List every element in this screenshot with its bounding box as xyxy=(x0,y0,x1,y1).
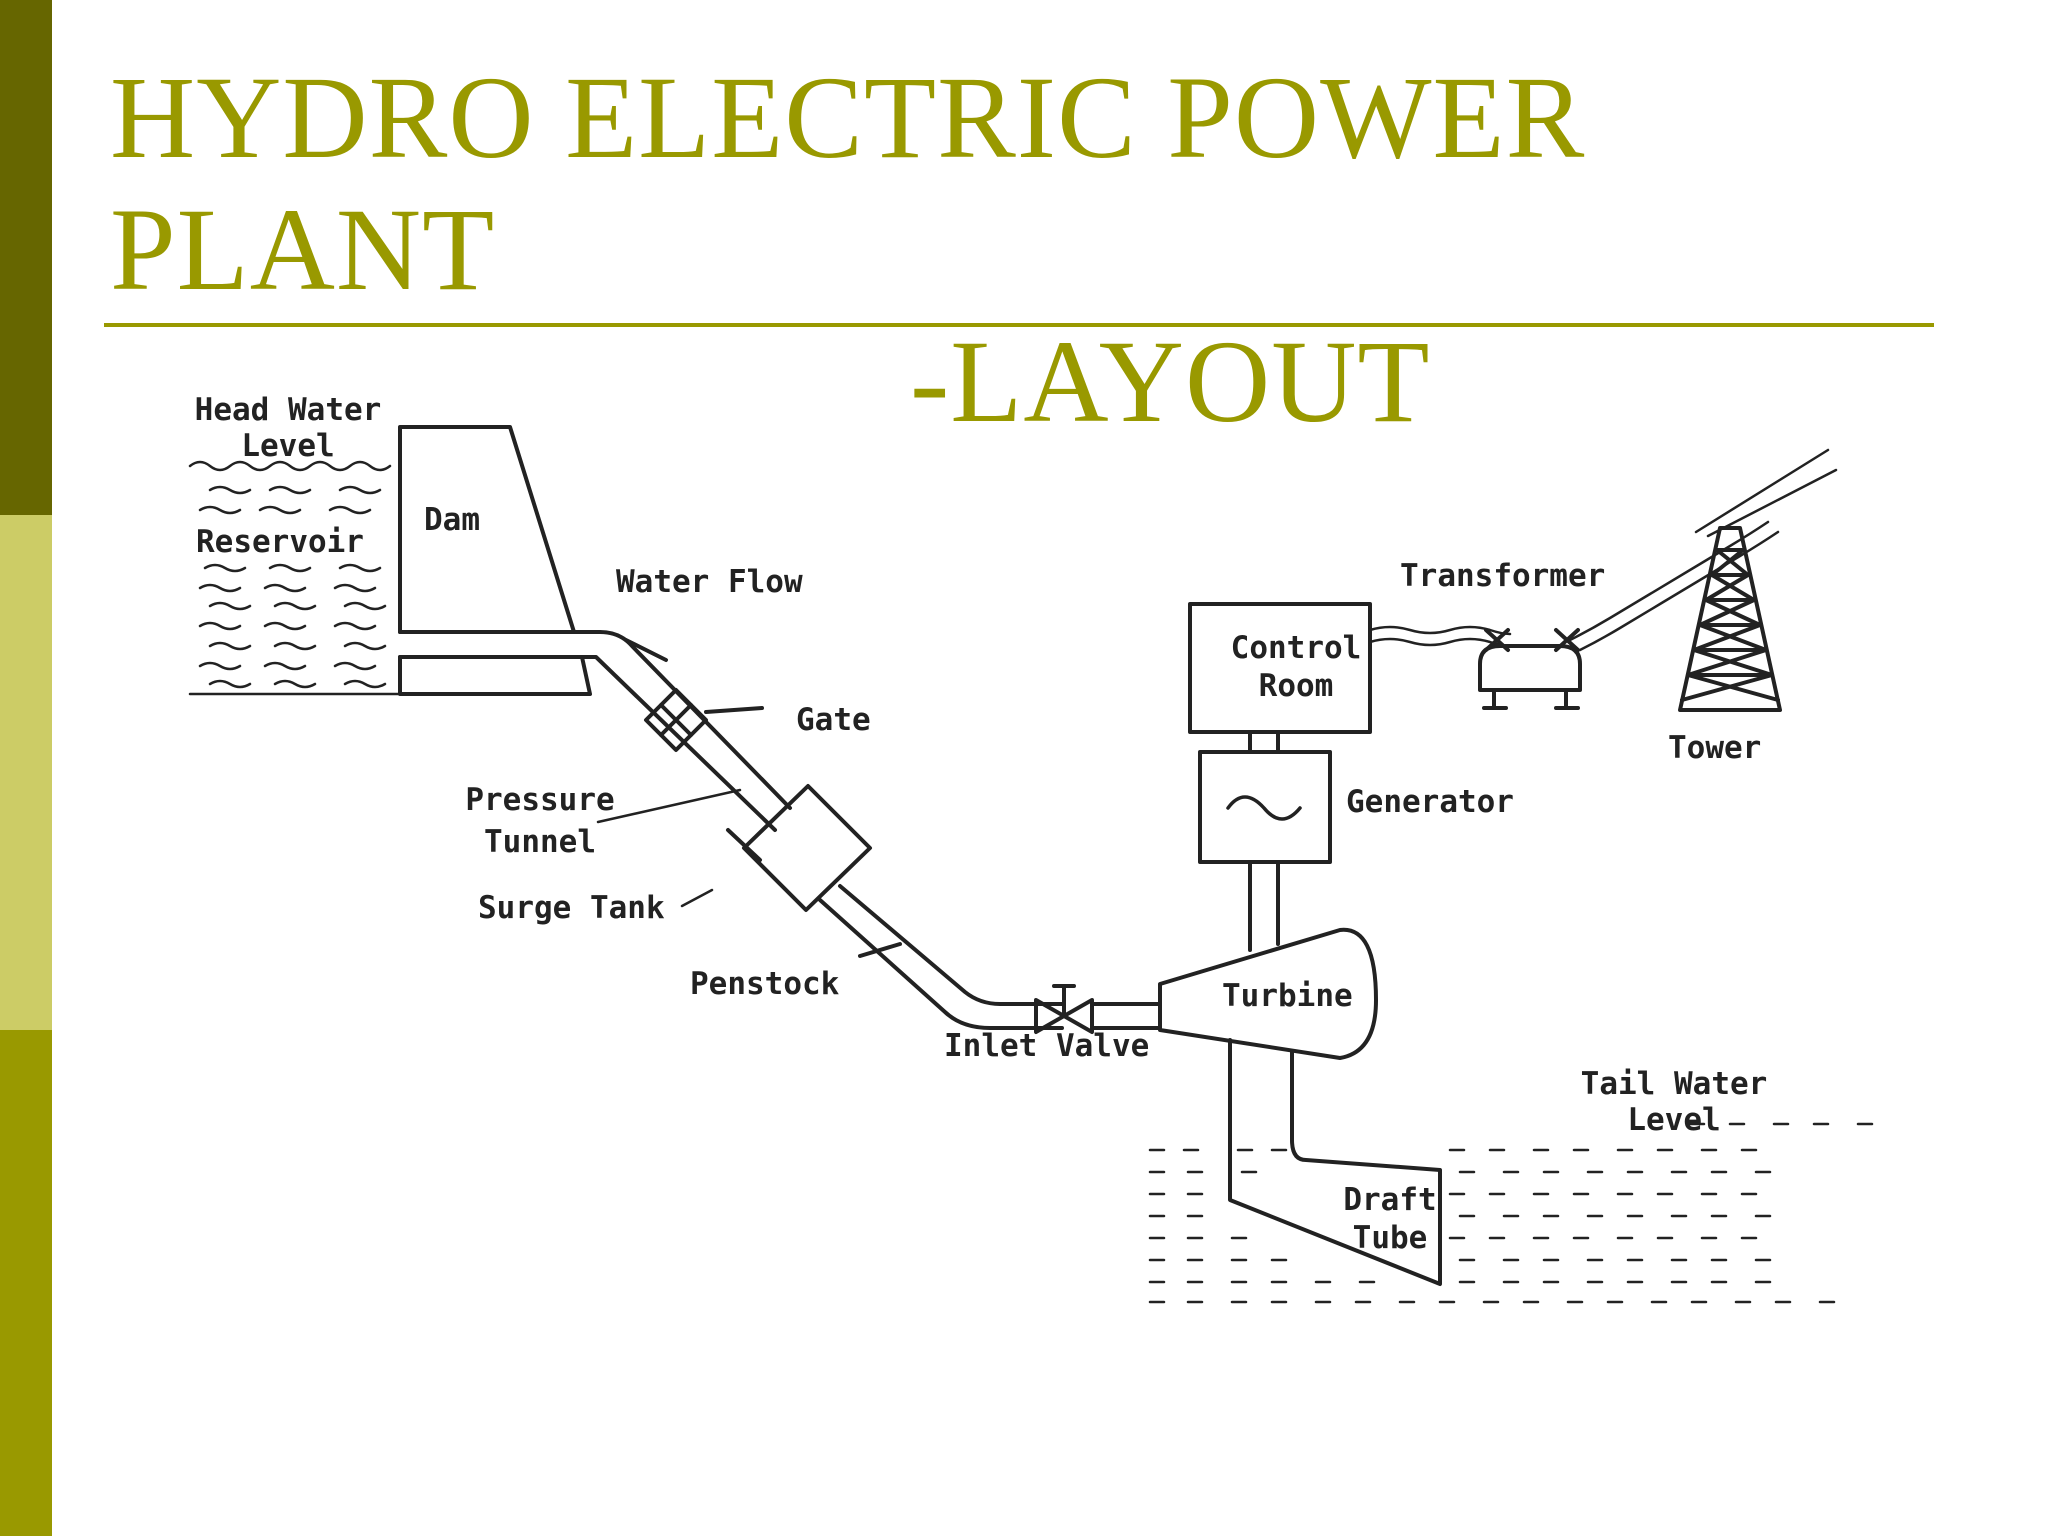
inlet-valve xyxy=(1034,984,1162,1034)
label-inlet-valve: Inlet Valve xyxy=(944,1028,1149,1064)
diagram-labels: Head Water Level Dam Reservoir Water Flo… xyxy=(195,392,1768,1256)
label-head-water-level-2: Level xyxy=(241,428,334,464)
label-tower: Tower xyxy=(1668,730,1761,766)
label-draft-tube-1: Draft xyxy=(1343,1182,1436,1218)
label-tail-water-level-1: Tail Water xyxy=(1581,1066,1768,1102)
surge-tank xyxy=(726,784,872,912)
tower xyxy=(1678,526,1782,712)
label-control-room-2: Room xyxy=(1259,668,1334,704)
label-water-flow: Water Flow xyxy=(616,564,803,600)
title-line-2: -LAYOUT xyxy=(910,316,1431,447)
reservoir-water xyxy=(188,460,402,696)
label-turbine: Turbine xyxy=(1222,978,1353,1014)
label-dam: Dam xyxy=(424,502,480,538)
transformer xyxy=(1478,628,1582,710)
sidebar-bar xyxy=(0,0,52,1536)
draft-tube xyxy=(1228,1038,1442,1286)
sidebar-segment-mid xyxy=(0,1030,52,1536)
sidebar-segment-light xyxy=(0,515,52,1030)
title-line-1: HYDRO ELECTRIC POWER PLANT xyxy=(110,52,1586,315)
label-transformer: Transformer xyxy=(1400,558,1605,594)
pressure-tunnel xyxy=(398,630,792,832)
label-pressure-tunnel-2: Tunnel xyxy=(484,824,596,860)
penstock xyxy=(818,884,1064,1030)
title-divider xyxy=(104,323,1934,327)
page-title: HYDRO ELECTRIC POWER PLANT -LAYOUT xyxy=(110,52,1990,448)
label-tail-water-level-2: Level xyxy=(1627,1102,1720,1138)
transmission-wires xyxy=(1368,448,1838,652)
tail-water xyxy=(1148,1122,1874,1304)
shaft xyxy=(1248,730,1280,952)
dam xyxy=(398,425,592,696)
label-gate: Gate xyxy=(796,702,871,738)
generator xyxy=(1198,750,1332,864)
turbine xyxy=(1158,927,1378,1060)
label-reservoir: Reservoir xyxy=(196,524,364,560)
label-surge-tank: Surge Tank xyxy=(478,890,665,926)
label-control-room-1: Control xyxy=(1231,630,1362,666)
leader-lines xyxy=(596,788,742,908)
control-room xyxy=(1188,602,1372,734)
label-pressure-tunnel-1: Pressure xyxy=(465,782,614,818)
gate xyxy=(644,688,764,752)
sidebar-segment-dark xyxy=(0,0,52,515)
label-penstock: Penstock xyxy=(690,966,840,1002)
label-generator: Generator xyxy=(1346,784,1514,820)
label-head-water-level-1: Head Water xyxy=(195,392,382,428)
label-draft-tube-2: Tube xyxy=(1353,1220,1428,1256)
